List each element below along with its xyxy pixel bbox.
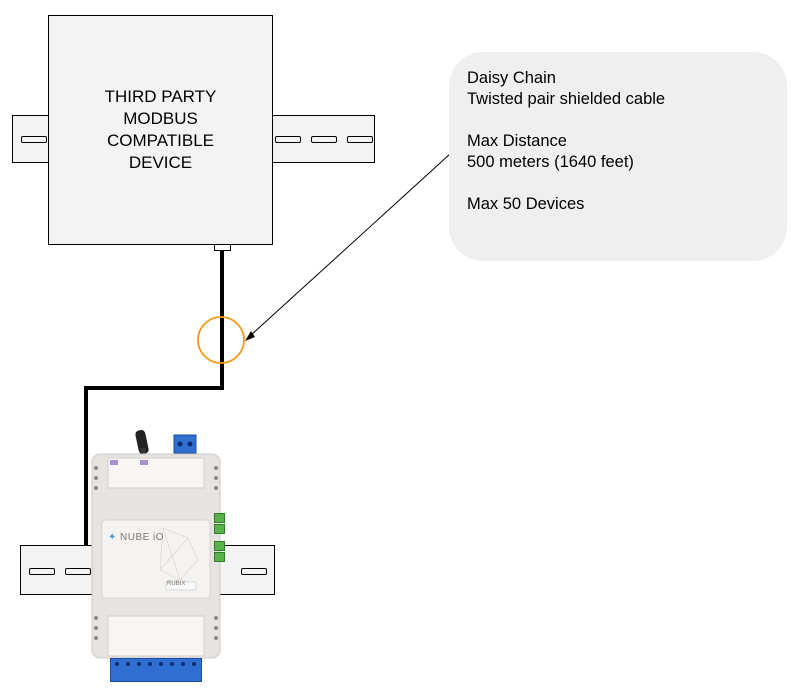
- antenna-icon: [135, 429, 149, 456]
- green-terminal: [214, 513, 225, 523]
- bottom-terminal-block: [110, 658, 202, 682]
- nube-logo-icon: ✦: [108, 532, 117, 543]
- rail-slot: [347, 136, 373, 143]
- device-label: THIRD PARTY MODBUS COMPATIBLE DEVICE: [104, 87, 217, 172]
- cable-info-note: Daisy Chain Twisted pair shielded cable …: [449, 52, 787, 261]
- note-line: Daisy Chain: [467, 69, 556, 87]
- modbus-cable: [84, 251, 224, 545]
- green-terminal: [214, 552, 225, 562]
- rail-slot: [29, 568, 55, 575]
- rubix-controller: ✦ NUBE iO RUBIX: [88, 420, 228, 687]
- controller-body: [91, 429, 221, 659]
- terminal-screw: [137, 662, 141, 666]
- terminal-screw: [115, 662, 119, 666]
- rail-slot: [65, 568, 91, 575]
- terminal-screw: [192, 662, 196, 666]
- callout-arrow: [249, 153, 451, 337]
- terminal-screw: [148, 662, 152, 666]
- cable-highlight-circle: [197, 316, 245, 364]
- terminal-screw: [181, 662, 185, 666]
- rail-slot: [241, 568, 267, 575]
- note-line: 500 meters (1640 feet): [467, 153, 634, 171]
- green-terminal: [214, 541, 225, 551]
- note-line: Max 50 Devices: [467, 195, 585, 213]
- third-party-device: THIRD PARTY MODBUS COMPATIBLE DEVICE: [48, 15, 273, 245]
- rail-slot: [21, 136, 47, 143]
- arrowhead-icon: [245, 331, 255, 341]
- terminal-screw: [170, 662, 174, 666]
- rail-slot: [311, 136, 337, 143]
- rail-slot: [275, 136, 301, 143]
- controller-model: RUBIX: [167, 581, 186, 587]
- device-port: [214, 244, 231, 251]
- green-terminal: [214, 524, 225, 534]
- terminal-screw: [159, 662, 163, 666]
- note-line: Max Distance: [467, 132, 567, 150]
- note-line: Twisted pair shielded cable: [467, 90, 666, 108]
- terminal-screw: [126, 662, 130, 666]
- controller-brand: NUBE iO: [120, 532, 165, 543]
